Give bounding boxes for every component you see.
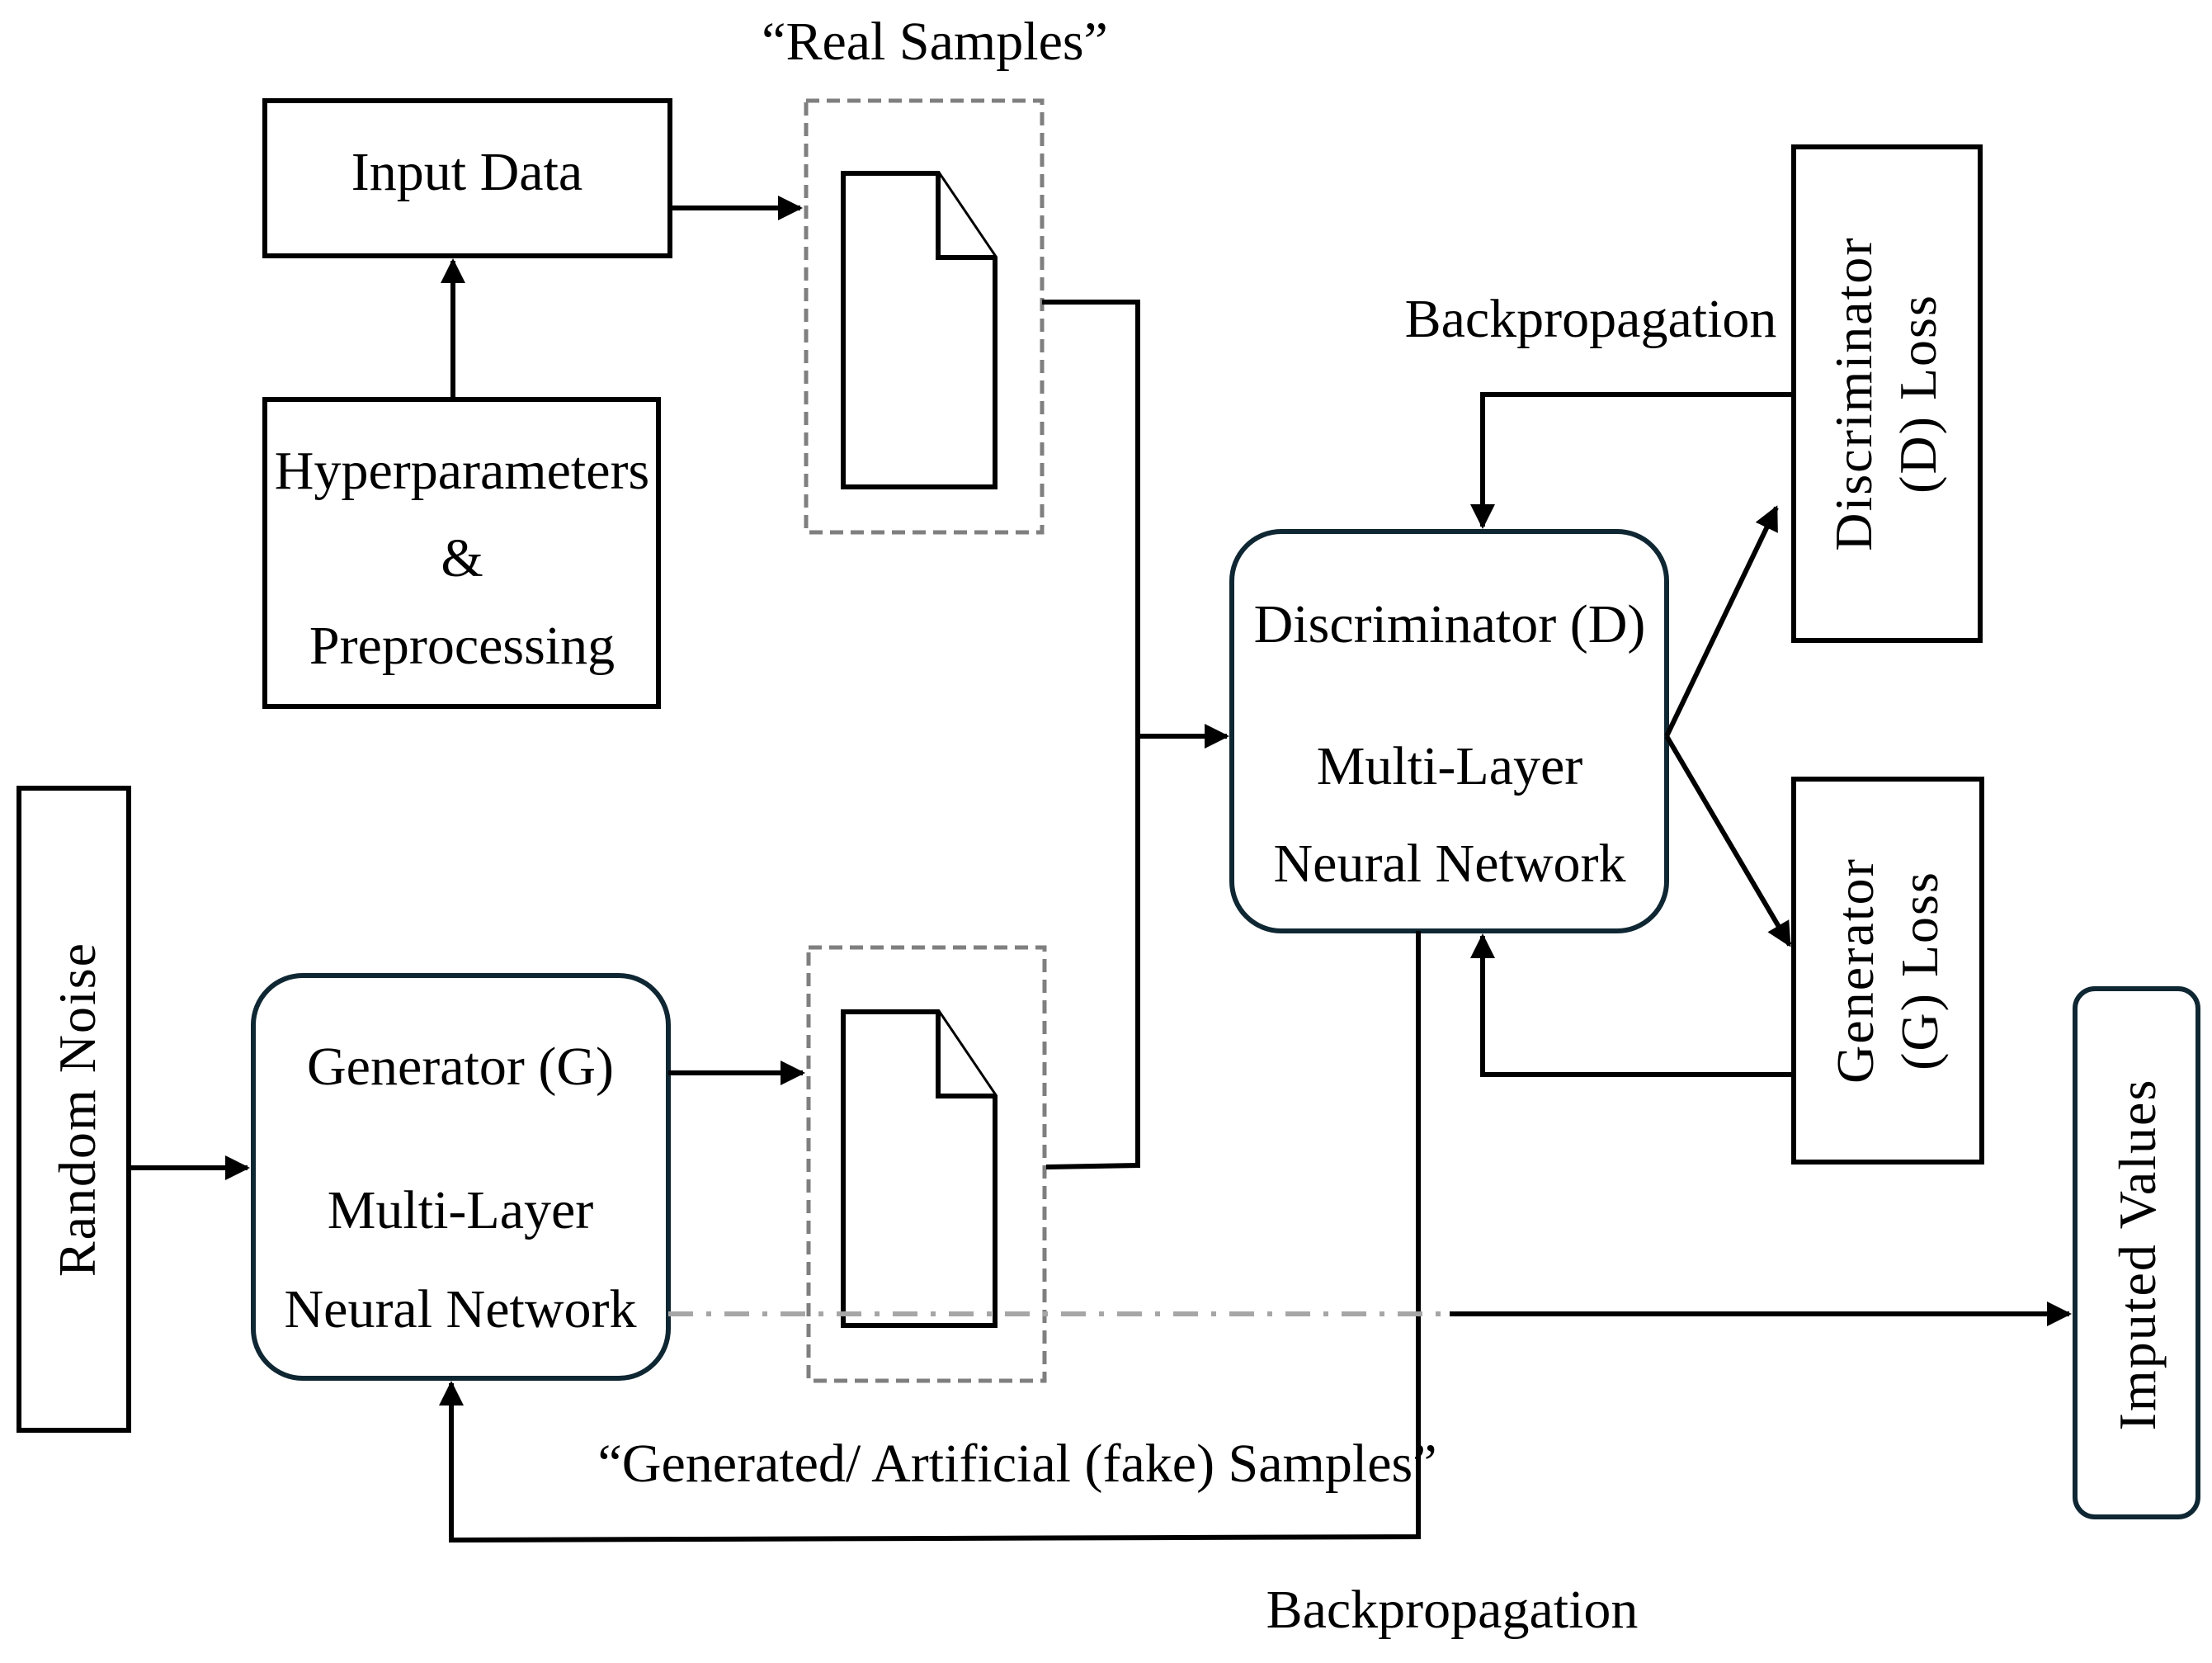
hyperparameters-label-line3: Preprocessing: [309, 616, 615, 676]
edge-g-loss-to-discriminator: [1470, 933, 1794, 1077]
edge-real-samples-to-merge: [1042, 300, 1140, 1169]
discriminator-node: Discriminator (D) Multi-Layer Neural Net…: [1229, 529, 1669, 933]
edge-discriminator-to-d-loss: [1664, 505, 1779, 738]
real-sample-document-icon: [841, 171, 998, 489]
generator-title: Generator (G): [307, 1037, 614, 1097]
discriminator-loss-node: Discriminator (D) Loss: [1791, 144, 1983, 643]
backpropagation-bottom-label: Backpropagation: [1266, 1580, 1639, 1640]
generator-node: Generator (G) Multi-Layer Neural Network: [251, 973, 671, 1381]
random-noise-node: Random Noise: [17, 786, 131, 1433]
discriminator-title: Discriminator (D): [1254, 594, 1646, 654]
real-samples-frame: [804, 98, 1045, 535]
input-data-label: Input Data: [351, 142, 582, 202]
hyperparameters-node: Hyperparameters & Preprocessing: [262, 397, 661, 709]
generator-loss-label-line1: Generator: [1826, 857, 1884, 1084]
generator-label-line1: Multi-Layer: [328, 1180, 594, 1240]
random-noise-label: Random Noise: [48, 942, 106, 1277]
generator-loss-node: Generator (G) Loss: [1791, 777, 1984, 1165]
imputed-values-node: Imputed Values: [2073, 986, 2200, 1519]
real-samples-label: “Real Samples”: [762, 12, 1108, 72]
discriminator-label-line2: Neural Network: [1273, 834, 1625, 894]
generated-samples-frame: [806, 945, 1047, 1383]
edge-d-loss-backprop-to-discriminator: [1470, 392, 1794, 529]
edge-discriminator-to-g-loss: [1664, 735, 1792, 947]
imputed-values-label: Imputed Values: [2108, 1079, 2167, 1431]
input-data-node: Input Data: [262, 98, 672, 258]
discriminator-loss-label-line2: (D) Loss: [1889, 294, 1947, 494]
generated-samples-label: “Generated/ Artificial (fake) Samples”: [597, 1434, 1436, 1494]
generated-sample-document-icon: [841, 1009, 998, 1328]
generator-loss-label-line2: (G) Loss: [1890, 871, 1949, 1070]
edge-discriminator-backprop-to-generator: [439, 931, 1421, 1543]
generator-label-line2: Neural Network: [284, 1279, 636, 1339]
hyperparameters-label-line2: &: [441, 528, 483, 588]
discriminator-loss-label-line1: Discriminator: [1824, 236, 1883, 550]
discriminator-label-line1: Multi-Layer: [1317, 736, 1583, 796]
backpropagation-top-label: Backpropagation: [1405, 289, 1777, 349]
hyperparameters-label-line1: Hyperparameters: [275, 441, 649, 501]
